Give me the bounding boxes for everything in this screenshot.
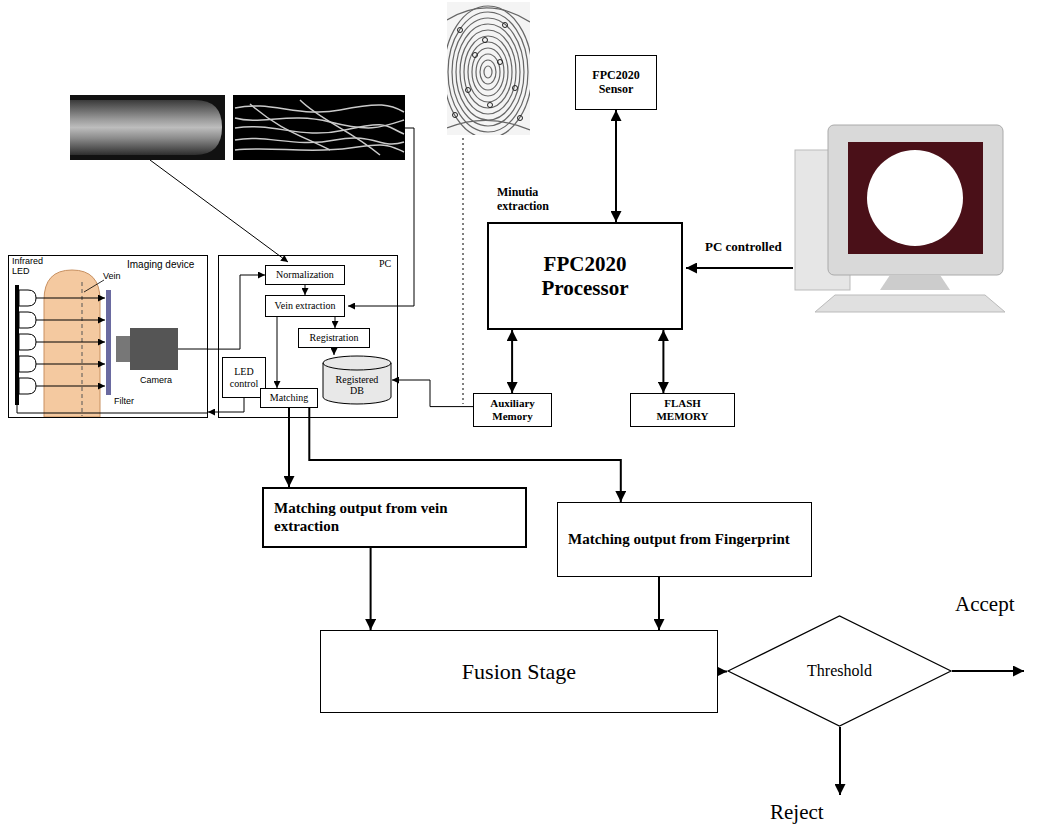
leader-arrow bbox=[150, 160, 288, 262]
node-text: LED control bbox=[226, 366, 262, 389]
keyboard bbox=[815, 295, 1005, 312]
infrared-rays bbox=[36, 298, 105, 386]
led-wire bbox=[17, 405, 207, 413]
output-box: Matching output from Fingerprint bbox=[557, 502, 812, 577]
part-label: Filter bbox=[114, 396, 134, 406]
panel-heading: PC bbox=[379, 258, 391, 270]
camera-lens bbox=[116, 336, 130, 362]
node-text: Normalization bbox=[276, 269, 334, 281]
accept-arrow bbox=[952, 670, 1024, 672]
connector bbox=[615, 110, 617, 222]
pc-panel: PC NormalizationVein extractionRegistrati… bbox=[218, 255, 398, 418]
control-label: PC controlled bbox=[705, 240, 782, 255]
connector bbox=[718, 671, 727, 673]
node-text: Vein extraction bbox=[275, 300, 336, 312]
node-text: FLASH MEMORY bbox=[653, 397, 713, 422]
connector bbox=[335, 317, 336, 328]
node-text: FPC2020 Processor bbox=[510, 252, 660, 300]
part-label: Infrared LED bbox=[12, 256, 52, 277]
finger-image-ground bbox=[70, 95, 225, 160]
computer-illustration bbox=[795, 125, 1005, 312]
decision-diamond: Threshold bbox=[727, 615, 952, 727]
sensor-box: FPC2020 Sensor bbox=[575, 55, 657, 110]
camera-body bbox=[130, 328, 178, 370]
connector bbox=[511, 330, 513, 393]
connector bbox=[277, 317, 278, 388]
finger-shape bbox=[70, 100, 222, 155]
finger-section bbox=[44, 270, 100, 417]
vein-leader bbox=[84, 280, 104, 292]
processor-box: FPC2020 Processor bbox=[487, 222, 683, 330]
panel-heading: Imaging device bbox=[127, 259, 194, 271]
process-box: Registration bbox=[298, 328, 370, 348]
finger-image bbox=[70, 95, 225, 160]
node-text: Registered DB bbox=[330, 374, 385, 397]
connector bbox=[370, 548, 372, 630]
outcome-label: Accept bbox=[955, 592, 1014, 616]
leader-arrow bbox=[348, 128, 414, 306]
connector bbox=[658, 577, 660, 630]
process-box: Vein extraction bbox=[265, 295, 345, 317]
node-text: Registration bbox=[310, 332, 359, 344]
filter-plate bbox=[106, 290, 111, 395]
vein-lines bbox=[235, 100, 404, 155]
vein-image-ground bbox=[233, 95, 405, 160]
monitor-stand bbox=[880, 275, 950, 290]
process-box: Normalization bbox=[265, 265, 345, 285]
connector bbox=[392, 380, 473, 407]
node-text: Auxiliary Memory bbox=[479, 397, 546, 422]
process-box: Matching bbox=[260, 388, 318, 408]
fusion-box: Fusion Stage bbox=[320, 630, 718, 713]
connector bbox=[208, 275, 265, 349]
control-arrow bbox=[686, 267, 793, 269]
led-bar bbox=[15, 285, 19, 405]
part-label: Camera bbox=[140, 375, 172, 385]
node-text: FPC2020 Sensor bbox=[581, 69, 651, 97]
fingerprint-image bbox=[447, 2, 530, 135]
camera-wire bbox=[178, 349, 207, 350]
memory-box: Auxiliary Memory bbox=[473, 393, 552, 427]
computer-screen bbox=[848, 142, 983, 254]
node-text: Threshold bbox=[807, 662, 872, 680]
vein-image bbox=[233, 95, 405, 160]
screen-circle bbox=[867, 150, 963, 246]
outcome-label: Reject bbox=[770, 800, 824, 824]
memory-box: FLASH MEMORY bbox=[630, 393, 735, 427]
connector bbox=[334, 348, 335, 355]
node-text: Fusion Stage bbox=[462, 659, 576, 684]
connector bbox=[208, 398, 244, 412]
dotted-leader bbox=[463, 138, 464, 404]
vein-line bbox=[82, 282, 83, 416]
output-box: Matching output from vein extraction bbox=[262, 487, 527, 548]
led-array bbox=[19, 290, 36, 394]
connector bbox=[662, 330, 664, 393]
node-text: Matching output from vein extraction bbox=[274, 500, 513, 535]
step-label: Minutia extraction bbox=[497, 186, 577, 214]
reject-arrow bbox=[839, 727, 841, 795]
node-text: Matching output from Fingerprint bbox=[568, 531, 790, 548]
database-cylinder: Registered DB bbox=[322, 355, 392, 405]
imaging-device-illustration bbox=[15, 270, 207, 417]
node-text: Matching bbox=[270, 392, 308, 404]
part-label: Vein bbox=[103, 271, 121, 281]
connector bbox=[305, 285, 306, 295]
connector bbox=[288, 408, 290, 487]
computer-monitor bbox=[828, 125, 1003, 275]
